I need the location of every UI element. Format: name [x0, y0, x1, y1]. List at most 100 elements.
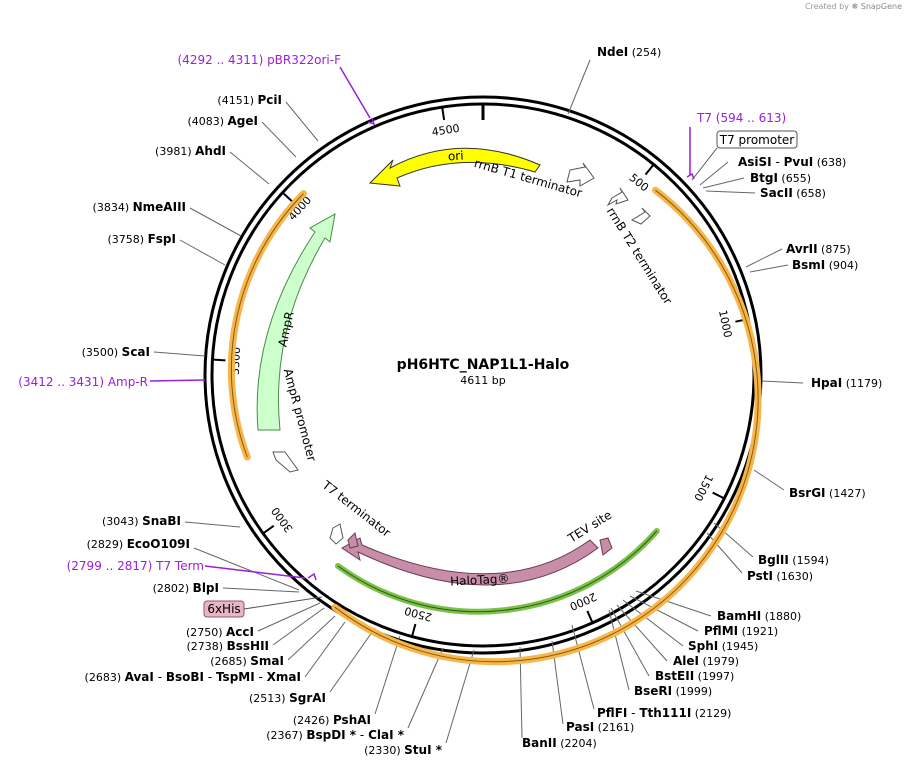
site-position: (1880) — [761, 610, 801, 623]
sixHis-marker — [347, 532, 359, 549]
site-name: AvaI — [125, 670, 154, 684]
T7-terminator-label: T7 terminator — [319, 477, 394, 540]
site-label: (4083) AgeI — [187, 114, 258, 128]
site-leader — [567, 59, 591, 115]
primer-name: Amp-R — [108, 375, 148, 389]
site-position: (875) — [818, 243, 851, 256]
site-separator: - — [154, 670, 166, 684]
site-separator: - — [204, 670, 216, 684]
snapgene-credit: Created by ❋ SnapGene — [805, 2, 902, 11]
site-name: HpaI — [811, 376, 842, 390]
site-label: (2330) StuI * — [364, 743, 443, 757]
scale-tick-label: 500 — [627, 171, 651, 194]
site-leader — [616, 604, 668, 662]
T7-term-marker — [307, 572, 317, 581]
site-position: (1945) — [718, 640, 758, 653]
site-label: (3043) SnaBI — [102, 514, 181, 528]
primer-range: (3412 .. 3431) — [18, 375, 108, 389]
site-leader — [749, 264, 789, 273]
site-name: AsiSI — [738, 155, 772, 169]
site-leader — [179, 239, 226, 266]
site-leader — [329, 627, 376, 693]
site-name: StuI * — [404, 743, 443, 757]
site-position: (2330) — [364, 744, 404, 757]
site-position: (2204) — [557, 737, 597, 750]
site-name: BlpI — [193, 581, 219, 595]
site-leader — [761, 380, 804, 384]
site-label: PasI (2161) — [566, 720, 634, 734]
site-name: BsmI — [792, 258, 825, 272]
site-position: (2367) — [266, 729, 306, 742]
site-leader — [705, 190, 756, 194]
site-leader — [189, 207, 242, 237]
site-name: ScaI — [122, 345, 150, 359]
site-label: HpaI (1179) — [811, 376, 882, 390]
pBR322ori-F-marker — [367, 117, 376, 126]
site-name: EcoO109I — [127, 537, 190, 551]
site-name: BsoBI — [166, 670, 204, 684]
site-leader — [745, 248, 783, 268]
scale-tick-label: 3000 — [269, 505, 296, 535]
site-position: (2683) — [85, 671, 125, 684]
site-label: AsiSI - PvuI (638) — [738, 155, 846, 169]
site-name: FspI — [148, 232, 176, 246]
site-leader — [285, 101, 319, 142]
site-label: BanII (2204) — [522, 736, 597, 750]
site-label: (3758) FspI — [108, 232, 176, 246]
site-label: (2513) SgrAI — [249, 691, 326, 705]
site-leader — [222, 587, 300, 593]
scale-tick-label: 1500 — [691, 472, 715, 503]
site-label: NdeI (254) — [597, 45, 661, 59]
site-name: BanII — [522, 736, 557, 750]
site-name: NmeAIII — [133, 200, 186, 214]
sixHis-label: 6xHis — [207, 602, 240, 616]
site-leader — [702, 177, 745, 189]
site-leader — [445, 649, 475, 744]
site-leader — [706, 532, 743, 574]
site-label: BstEII (1997) — [655, 669, 734, 683]
site-leader — [193, 547, 300, 591]
site-label: BsmI (904) — [792, 258, 858, 272]
site-position: (1427) — [826, 487, 866, 500]
site-leader — [753, 469, 785, 491]
site-position: (904) — [825, 259, 858, 272]
scale-tick — [441, 107, 446, 121]
site-name: AvrII — [786, 242, 818, 256]
ori-label: ori — [447, 148, 464, 163]
site-leader — [610, 607, 650, 677]
site-position: (1630) — [773, 570, 813, 583]
site-position: (2513) — [249, 692, 289, 705]
site-label: BsrGI (1427) — [789, 486, 866, 500]
scale-tick — [411, 623, 417, 636]
scale-tick — [644, 164, 654, 176]
t7-terminator-icon — [329, 523, 344, 545]
ampR-promoter-icon — [272, 451, 299, 473]
site-label: PflMI (1921) — [704, 624, 778, 638]
scale-tick — [213, 358, 226, 362]
site-position: (2750) — [186, 626, 226, 639]
ampR-arrow — [256, 213, 336, 431]
site-label: (3500) ScaI — [82, 345, 150, 359]
site-position: (2738) — [187, 640, 227, 653]
site-label: AvrII (875) — [786, 242, 851, 256]
site-leader — [261, 121, 297, 158]
primer-label: (2799 .. 2817) T7 Term — [67, 559, 204, 573]
site-label: SacII (658) — [760, 186, 826, 200]
scale-tick — [282, 192, 293, 203]
site-name: SmaI — [250, 654, 284, 668]
site-name: PvuI — [784, 155, 814, 169]
site-name: BssHII — [227, 639, 269, 653]
primer-name: pBR322ori-F — [267, 53, 341, 67]
site-label: SphI (1945) — [688, 639, 758, 653]
site-leader — [629, 595, 699, 632]
orange-band-right — [331, 186, 762, 666]
plasmid-name: pH6HTC_NAP1L1-Halo — [397, 357, 570, 373]
site-position: (254) — [628, 46, 661, 59]
site-name: BspDI * — [306, 728, 356, 742]
site-position: (1999) — [672, 685, 712, 698]
site-leader — [699, 161, 729, 186]
site-leader — [608, 609, 630, 691]
site-leader — [153, 351, 206, 357]
tev-site-arrow — [599, 537, 613, 556]
